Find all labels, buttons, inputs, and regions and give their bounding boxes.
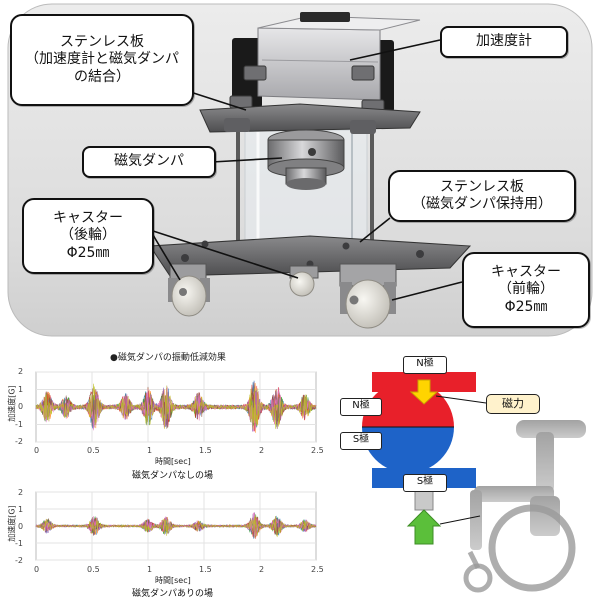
- label-magnetic-force: 磁力: [486, 394, 540, 414]
- top-xtick-2: 2: [259, 446, 265, 455]
- bottom-plot-caption: 磁気ダンパありの場: [132, 589, 214, 599]
- leader-lines: [149, 39, 463, 301]
- top-plot-xlabel: 時間[sec]: [155, 457, 191, 466]
- callout-caster-rear: キャスター （後輪） Φ25㎜: [22, 198, 154, 274]
- magnetic-force-arrow: [409, 379, 439, 405]
- label-s-pole-bottom: S極: [403, 474, 447, 492]
- accelerometer-body: [232, 12, 421, 112]
- label-n-pole-sphere: N極: [340, 398, 382, 416]
- label-s-pole-sphere: S極: [340, 432, 382, 450]
- callout-top-plate-line2: （加速度計と磁気ダンパ: [25, 51, 179, 68]
- top-xtick-15: 1.5: [199, 446, 212, 455]
- caster-rear-left: [168, 263, 210, 317]
- callout-caster-rear-line3: Φ25㎜: [66, 244, 110, 261]
- callout-caster-front-line1: キャスター: [491, 263, 561, 280]
- callout-caster-rear-line2: （後輪）: [60, 227, 116, 244]
- plot-with-damper: [35, 491, 317, 561]
- bottom-xtick-05: 0.5: [87, 565, 100, 574]
- top-ytick-1: 1: [18, 385, 24, 394]
- bottom-ytick-1: 1: [18, 505, 24, 514]
- callout-accelerometer: 加速度計: [440, 26, 568, 58]
- callout-caster-front-line3: Φ25㎜: [504, 298, 548, 315]
- bottom-ytick-m1: -1: [15, 539, 23, 548]
- top-xtick-1: 1: [147, 446, 153, 455]
- vibration-arrow: [406, 509, 442, 545]
- callout-caster-front-line2: （前輪）: [498, 281, 554, 298]
- bottom-plot-ylabel: 加速度[G]: [7, 505, 17, 542]
- wheelchair-wheel: [488, 504, 576, 592]
- top-ytick-0: 0: [18, 402, 24, 411]
- force-leader-line: [435, 395, 487, 404]
- callout-bottom-plate: ステンレス板 （磁気ダンパ保持用）: [388, 170, 576, 222]
- top-ytick-m2: -2: [15, 437, 23, 446]
- top-xtick-25: 2.5: [311, 446, 324, 455]
- bottom-xtick-25: 2.5: [311, 565, 324, 574]
- caster-front: [339, 263, 397, 329]
- magnet-diagram: [362, 372, 586, 593]
- callout-accelerometer-label: 加速度計: [476, 33, 532, 50]
- wheelchair-silhouette: [470, 420, 586, 550]
- plots-title: ●磁気ダンパの振動低減効果: [110, 353, 226, 363]
- top-plot-ylabel: 加速度[G]: [7, 385, 17, 422]
- bottom-acceleration-trace: [35, 515, 317, 538]
- callout-bottom-plate-line1: ステンレス板: [440, 178, 524, 195]
- callout-magnetic-damper: 磁気ダンパ: [82, 146, 216, 178]
- bottom-xtick-0: 0: [34, 565, 40, 574]
- callout-bottom-plate-line2: （磁気ダンパ保持用）: [412, 196, 552, 212]
- bottom-ytick-2: 2: [18, 488, 24, 497]
- callout-caster-rear-line1: キャスター: [53, 209, 123, 226]
- hex-nuts: [229, 65, 385, 113]
- top-ytick-2: 2: [18, 367, 24, 376]
- sphere-s-half: [362, 427, 454, 473]
- top-xtick-05: 0.5: [87, 446, 100, 455]
- bottom-xtick-15: 1.5: [199, 565, 212, 574]
- bottom-xtick-1: 1: [147, 565, 153, 574]
- callout-top-plate: ステンレス板 （加速度計と磁気ダンパ の結合）: [10, 14, 194, 106]
- bottom-plot-xlabel: 時間[sec]: [155, 576, 191, 585]
- bottom-xtick-2: 2: [259, 565, 265, 574]
- bottom-ytick-0: 0: [18, 522, 24, 531]
- plot-without-damper: [35, 371, 317, 443]
- top-plot-caption: 磁気ダンパなしの場: [132, 471, 214, 481]
- callout-magnetic-damper-label: 磁気ダンパ: [114, 153, 184, 170]
- bottom-ytick-m2: -2: [15, 556, 23, 565]
- top-acceleration-trace: [35, 383, 317, 430]
- top-xtick-0: 0: [34, 446, 40, 455]
- callout-top-plate-line3: の結合）: [74, 68, 130, 85]
- magnetic-damper-unit: [267, 129, 345, 190]
- callout-caster-front: キャスター （前輪） Φ25㎜: [462, 252, 590, 328]
- label-n-pole-top: N極: [403, 356, 447, 374]
- top-ytick-m1: -1: [15, 420, 23, 429]
- callout-top-plate-line1: ステンレス板: [60, 33, 144, 50]
